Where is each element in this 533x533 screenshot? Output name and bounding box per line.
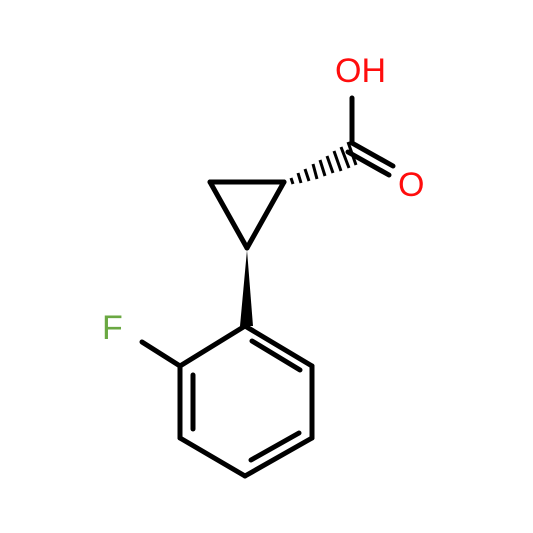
atom-label-o: O [398, 166, 424, 204]
bond-benz-inner-1 [249, 338, 303, 373]
bond-c-o-double-2 [345, 149, 392, 178]
bond-benz-3 [242, 435, 315, 479]
bond-c-f [139, 339, 183, 369]
hash-line [325, 155, 335, 174]
hash-line [339, 146, 351, 169]
bond-layer [139, 95, 396, 479]
bond-hash-wedge [289, 141, 358, 185]
atom-label-f: F [102, 309, 123, 347]
bond-benz-1 [242, 323, 315, 369]
hash-line [289, 177, 295, 185]
bond-wedge [240, 250, 253, 326]
hash-line [332, 150, 343, 172]
bond-benz-4 [177, 435, 248, 479]
bond-c-o-double-1 [349, 140, 396, 169]
hash-line [311, 163, 319, 180]
bond-benz-inner-2 [248, 430, 302, 463]
bond-benz-6 [177, 323, 248, 369]
hash-line [346, 141, 358, 166]
bond-ring-left [207, 179, 250, 251]
hash-line [303, 168, 311, 182]
bond-ring-right [244, 179, 287, 251]
hash-line [296, 172, 303, 184]
atom-label-oh: OH [335, 52, 386, 90]
hash-line [318, 159, 327, 177]
